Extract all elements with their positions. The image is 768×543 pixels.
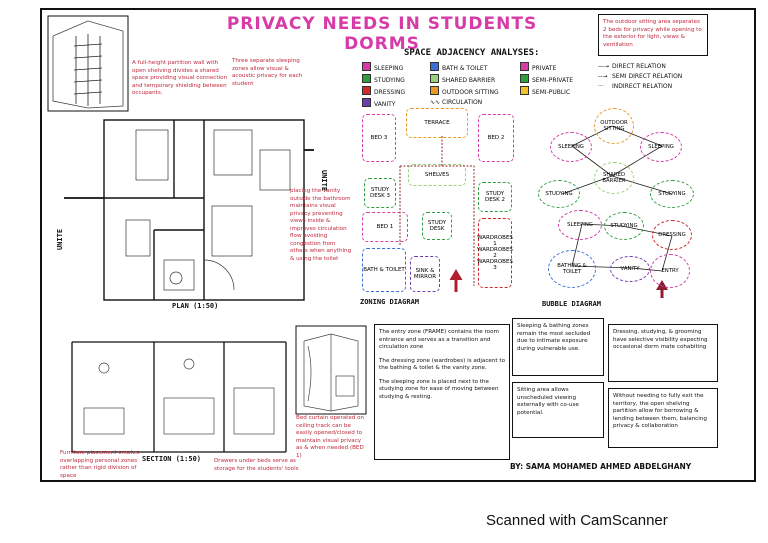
wardrobe-3: WARDROBES 3 [477, 259, 513, 271]
bubble-studying-2: STUDYING [650, 180, 694, 208]
section-label: SECTION (1:50) [142, 455, 202, 463]
bubble-studying-1: STUDYING [538, 180, 580, 208]
drawers-note: Drawers under beds serve as storage for … [214, 458, 299, 472]
legend-sleeping: SLEEPING [362, 62, 430, 74]
author-credit: BY: SAMA MOHAMED AHMED ABDELGHANY [510, 462, 692, 471]
circulation-glyph: ∿∿ [430, 99, 441, 106]
bubble-label: BUBBLE DIAGRAM [542, 300, 602, 308]
partition-note: A full-height partition wall with open s… [132, 60, 228, 97]
bubble-sleeping-1: SLEEPING [550, 132, 592, 162]
legend-vanity: VANITY [362, 98, 430, 110]
legend-circulation: ∿∿CIRCULATION [430, 99, 483, 106]
zone-bed-2: BED 2 [478, 114, 514, 162]
wardrobe-2: WARDROBES 2 [477, 247, 513, 259]
dressing-study-note: Dressing, studying, & grooming have sele… [608, 324, 718, 382]
drawing-sheet: PRIVACY NEEDS IN STUDENTS DORMS A full-h… [40, 8, 756, 482]
zone-bed-1: BED 1 [362, 212, 408, 242]
bubble-diagram: OUTDOOR SITTING SLEEPING SLEEPING SHARED… [512, 106, 712, 298]
bubble-outdoor: OUTDOOR SITTING [594, 108, 634, 144]
zone-bed-3: BED 3 [362, 114, 396, 162]
adjacency-heading: SPACE ADJACENCY ANALYSES: [404, 48, 540, 58]
zone-shelves: SHELVES [408, 164, 466, 186]
zone-terrace: TERRACE [406, 108, 468, 138]
zone-wardrobes: WARDROBES 1 WARDROBES 2 WARDROBES 3 [477, 218, 513, 288]
sleeping-zone-note: The sleeping zone is placed next to the … [379, 378, 499, 400]
territory-note: Without needing to fully exit the territ… [608, 388, 718, 448]
zone-study-desk-2: STUDY DESK 2 [478, 182, 512, 212]
furniture-note: Furniture placement creates overlapping … [60, 450, 140, 479]
zoning-diagram: BED 3 TERRACE BED 2 SHELVES STUDY DESK 3… [362, 106, 518, 296]
legend-bath: BATH & TOILET [430, 62, 512, 74]
legend-spaces-col1: SLEEPING STUDYING DRESSING VANITY [362, 62, 430, 110]
bubble-vanity: VANITY [610, 256, 650, 282]
room-sketch [295, 325, 367, 415]
bubble-bathing-toilet: BATHING & TOILET [548, 250, 596, 288]
bubble-studying-3: STUDYING [604, 212, 644, 240]
sleep-bath-note: Sleeping & bathing zones remain the most… [512, 318, 604, 376]
scanner-watermark: Scanned with CamScanner [486, 512, 668, 529]
floor-plan [64, 119, 314, 301]
legend-dressing: DRESSING [362, 86, 430, 98]
plan-label: PLAN (1:50) [172, 302, 219, 310]
shelving-sketch [47, 15, 129, 112]
outdoor-note: The outdoor sitting area separates 2 bed… [598, 14, 708, 56]
legend-semi-direct: --→SEMI DIRECT RELATION [598, 73, 683, 80]
legend-outdoor: OUTDOOR SITTING [430, 86, 512, 98]
curtain-note: Bed curtain operated on ceiling track ca… [296, 415, 365, 459]
legend-semi-private: SEMI-PRIVATE [520, 74, 592, 86]
legend-private: PRIVATE [520, 62, 592, 74]
unite-left-label: UNITE [56, 228, 64, 250]
legend-indirect: ···INDIRECT RELATION [598, 83, 673, 90]
zone-sink-mirror: SINK & MIRROR [410, 256, 440, 292]
zones-description-box: The entry zone (FRAME) contains the room… [374, 324, 510, 460]
legend-studying: STUDYING [362, 74, 430, 86]
zoning-label: ZONING DIAGRAM [360, 298, 420, 306]
legend-spaces-col2: BATH & TOILET SHARED BARRIER OUTDOOR SIT… [430, 62, 512, 108]
circulation-path [399, 136, 475, 292]
sleeping-zones-note: Three separate sleeping zones allow visu… [232, 58, 303, 87]
dressing-zone-note: The dressing zone (wardrobes) is adjacen… [379, 357, 505, 372]
legend-shared: SHARED BARRIER [430, 74, 512, 86]
entry-zone-note: The entry zone (FRAME) contains the room… [379, 329, 499, 351]
sheet-title: PRIVACY NEEDS IN STUDENTS DORMS [226, 14, 538, 54]
bubble-sleeping-3: SLEEPING [558, 210, 602, 240]
legend-relations: —→DIRECT RELATION --→SEMI DIRECT RELATIO… [598, 62, 708, 92]
zone-study-desk-3: STUDY DESK 3 [364, 178, 396, 208]
vanity-note: placing the vanity outside the bathroom … [290, 188, 352, 262]
bubble-sleeping-2: SLEEPING [640, 132, 682, 162]
legend-direct: —→DIRECT RELATION [598, 63, 666, 70]
legend-privacy: PRIVATE SEMI-PRIVATE SEMI-PUBLIC [520, 62, 592, 98]
bubble-shared-barrier: SHARED BARRIER [594, 162, 634, 194]
section-drawing [71, 341, 287, 453]
zone-bath-toilet: BATH & TOILET [362, 248, 406, 292]
bubble-dressing: DRESSING [652, 220, 692, 250]
legend-semi-public: SEMI-PUBLIC [520, 86, 592, 98]
wardrobe-1: WARDROBES 1 [477, 235, 513, 247]
sitting-note: Sitting area allows unscheduled viewing … [512, 382, 604, 438]
zone-study-desk: STUDY DESK [422, 212, 452, 240]
bubble-entry: ENTRY [650, 254, 690, 288]
